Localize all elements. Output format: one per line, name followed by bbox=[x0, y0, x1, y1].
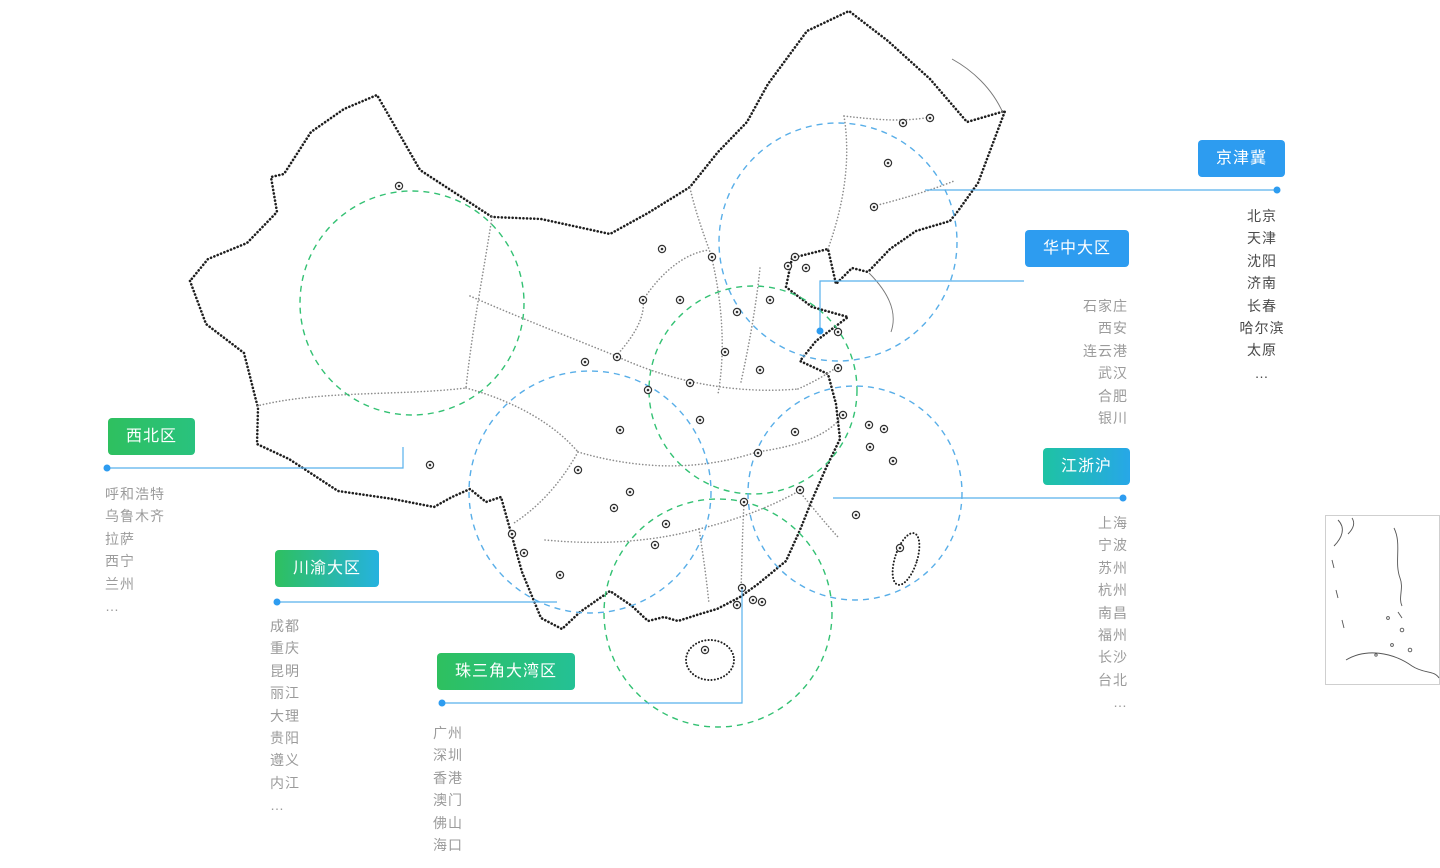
hainan-island bbox=[685, 639, 735, 681]
city-item: … bbox=[1254, 364, 1270, 381]
region-circle-chuanyu bbox=[468, 370, 712, 614]
connector-zhusanjiao bbox=[438, 589, 743, 707]
region-city-list-huazhong: 石家庄西安连云港武汉合肥银川 bbox=[1008, 295, 1128, 429]
region-circle-jingjinji bbox=[718, 122, 958, 362]
city-item: 澳门 bbox=[433, 792, 463, 809]
city-item: 贵阳 bbox=[270, 730, 300, 747]
region-circle-jiangzhehu bbox=[747, 385, 963, 601]
city-item: … bbox=[105, 598, 120, 615]
city-item: 丽江 bbox=[270, 685, 300, 702]
city-item: 长沙 bbox=[1098, 649, 1128, 666]
city-item: 合肥 bbox=[1098, 387, 1128, 404]
city-item: 济南 bbox=[1247, 275, 1277, 292]
taiwan-island bbox=[891, 532, 921, 586]
region-badge-jiangzhehu[interactable]: 江浙沪 bbox=[1043, 448, 1131, 485]
region-city-list-zhusanjiao: 广州深圳香港澳门佛山海口 … bbox=[433, 722, 463, 868]
city-item: … bbox=[433, 859, 448, 868]
city-item: 海口 bbox=[433, 837, 463, 854]
region-badge-chuanyu[interactable]: 川渝大区 bbox=[275, 550, 380, 587]
region-circle-huazhong bbox=[648, 285, 858, 495]
city-item: 拉萨 bbox=[105, 530, 135, 547]
city-item: 遵义 bbox=[270, 752, 300, 769]
city-item: 福州 bbox=[1098, 627, 1128, 644]
city-item: 银川 bbox=[1098, 410, 1128, 427]
city-item: 兰州 bbox=[105, 575, 135, 592]
city-item: 上海 bbox=[1098, 515, 1128, 531]
connector-chuanyu bbox=[273, 598, 557, 606]
city-item: 宁波 bbox=[1098, 537, 1128, 554]
city-markers bbox=[394, 113, 935, 655]
south-china-sea-inset-map bbox=[1325, 515, 1440, 685]
city-item: 天津 bbox=[1247, 230, 1277, 247]
city-item: 太原 bbox=[1247, 342, 1277, 359]
city-item: 广州 bbox=[433, 725, 463, 741]
city-item: 西安 bbox=[1098, 320, 1128, 337]
city-item: 佛山 bbox=[433, 814, 463, 831]
connector-xibei bbox=[103, 447, 404, 472]
region-badge-huazhong[interactable]: 华中大区 bbox=[1025, 230, 1130, 267]
connector-huazhong bbox=[816, 280, 1024, 335]
region-city-list-jingjinji: 北京天津沈阳济南长春哈尔滨太原 … bbox=[1182, 205, 1342, 384]
city-item: 乌鲁木齐 bbox=[105, 508, 165, 525]
city-item: 台北 bbox=[1098, 671, 1128, 688]
region-badge-xibei[interactable]: 西北区 bbox=[108, 418, 196, 455]
city-item: 长春 bbox=[1247, 297, 1277, 314]
city-item: 呼和浩特 bbox=[105, 486, 165, 502]
city-item: 连云港 bbox=[1083, 342, 1128, 359]
city-item: 武汉 bbox=[1098, 365, 1128, 382]
region-circle-zhusanjiao bbox=[603, 498, 833, 728]
city-item: … bbox=[270, 797, 285, 814]
neighbor-coastlines bbox=[868, 58, 1004, 333]
city-item: 南昌 bbox=[1098, 604, 1128, 621]
city-item: … bbox=[1113, 694, 1128, 711]
region-circle-xibei bbox=[299, 190, 525, 416]
region-badge-zhusanjiao[interactable]: 珠三角大湾区 bbox=[437, 653, 576, 690]
city-item: 香港 bbox=[433, 769, 463, 786]
city-item: 沈阳 bbox=[1247, 252, 1277, 269]
region-city-list-xibei: 呼和浩特乌鲁木齐拉萨西宁兰州 … bbox=[105, 483, 165, 617]
city-item: 杭州 bbox=[1098, 582, 1128, 599]
city-item: 大理 bbox=[270, 707, 300, 724]
city-item: 西宁 bbox=[105, 553, 135, 570]
city-item: 深圳 bbox=[433, 747, 463, 764]
china-national-border bbox=[188, 9, 1007, 631]
city-item: 成都 bbox=[270, 618, 300, 634]
city-item: 哈尔滨 bbox=[1239, 320, 1285, 337]
connector-jingjinji bbox=[925, 186, 1281, 194]
city-item: 苏州 bbox=[1098, 559, 1128, 576]
connector-jiangzhehu bbox=[833, 494, 1127, 502]
city-item: 重庆 bbox=[270, 640, 300, 657]
city-item: 内江 bbox=[270, 774, 300, 791]
province-borders bbox=[256, 115, 955, 605]
city-item: 北京 bbox=[1247, 208, 1277, 224]
region-city-list-chuanyu: 成都重庆昆明丽江大理贵阳遵义内江 … bbox=[270, 615, 300, 817]
region-badge-jingjinji[interactable]: 京津冀 bbox=[1198, 140, 1286, 177]
region-city-list-jiangzhehu: 上海宁波苏州杭州南昌福州长沙台北 … bbox=[1008, 512, 1128, 714]
city-item: 石家庄 bbox=[1083, 298, 1128, 314]
city-item: 昆明 bbox=[270, 662, 300, 679]
